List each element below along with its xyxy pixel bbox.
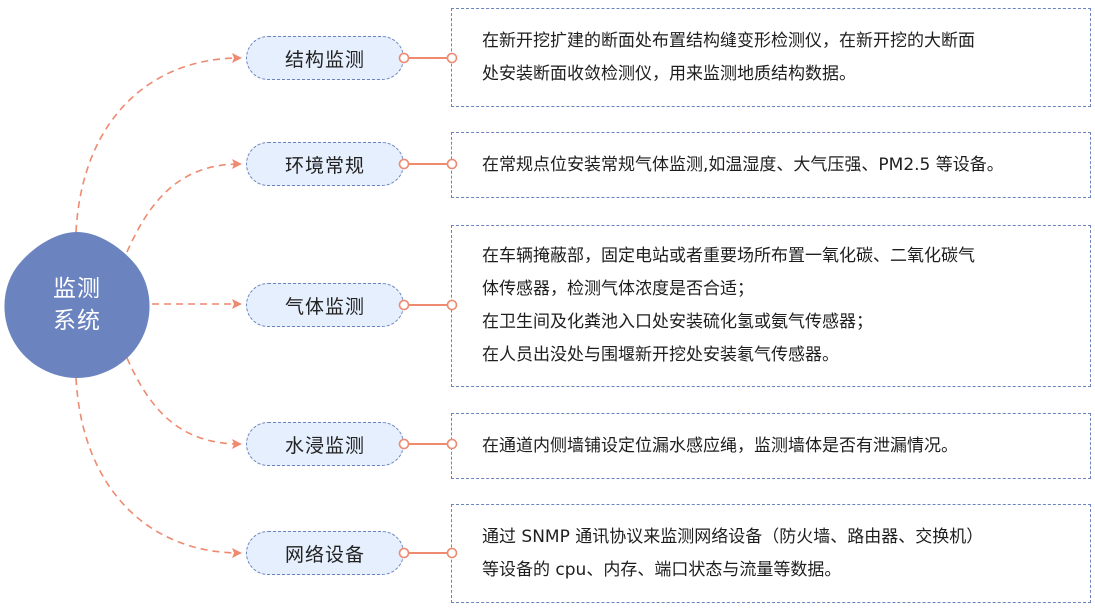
arrow-to-environment <box>126 159 242 253</box>
description-box-gas: 在车辆掩蔽部，固定电站或者重要场所布置一氧化碳、二氧化碳气 体传感器，检测气体浓… <box>451 225 1091 387</box>
description-box-structure: 在新开挖扩建的断面处布置结构缝变形检测仪，在新开挖的大断面 处安装断面收敛检测仪… <box>451 8 1091 107</box>
description-box-network: 通过 SNMP 通讯协议来监测网络设备（防火墙、路由器、交换机） 等设备的 cp… <box>451 504 1091 603</box>
arrow-to-structure <box>75 53 242 233</box>
center-node[interactable]: 监测 系统 <box>2 230 152 380</box>
node-environment-routine[interactable]: 环境常规 <box>246 142 404 186</box>
node-label: 环境常规 <box>284 154 365 177</box>
description-line: 在人员出没处与围堰新开挖处安装氡气传感器。 <box>482 345 839 365</box>
node-label: 网络设备 <box>284 543 365 566</box>
connector-gas <box>398 299 458 311</box>
description-line: 在通道内侧墙铺设定位漏水感应绳，监测墙体是否有泄漏情况。 <box>482 435 958 456</box>
node-label: 结构监测 <box>284 48 365 71</box>
arrow-to-network <box>75 377 242 558</box>
arrow-to-water <box>126 357 242 449</box>
connector-network <box>398 547 458 559</box>
node-gas-monitoring[interactable]: 气体监测 <box>246 283 404 327</box>
node-network-devices[interactable]: 网络设备 <box>246 531 404 575</box>
center-node-label: 监测 系统 <box>2 230 152 380</box>
node-label: 水浸监测 <box>284 434 365 457</box>
description-line: 通过 SNMP 通讯协议来监测网络设备（防火墙、路由器、交换机） <box>482 526 984 547</box>
center-label-line1: 监测 <box>53 276 101 302</box>
description-line: 处安装断面收敛检测仪，用来监测地质结构数据。 <box>482 63 856 84</box>
description-line: 体传感器，检测气体浓度是否合适； <box>482 279 754 299</box>
connector-environment <box>398 158 458 170</box>
node-structure-monitoring[interactable]: 结构监测 <box>246 36 404 80</box>
connector-structure <box>398 52 458 64</box>
node-water-monitoring[interactable]: 水浸监测 <box>246 422 404 466</box>
description-line: 等设备的 cpu、内存、端口状态与流量等数据。 <box>482 559 842 580</box>
center-node-shape <box>4 232 150 378</box>
description-line: 在常规点位安装常规气体监测,如温湿度、大气压强、PM2.5 等设备。 <box>482 154 1004 175</box>
center-label-line2: 系统 <box>53 308 101 334</box>
connector-water <box>398 438 458 450</box>
description-box-environment: 在常规点位安装常规气体监测,如温湿度、大气压强、PM2.5 等设备。 <box>451 132 1091 198</box>
description-box-water: 在通道内侧墙铺设定位漏水感应绳，监测墙体是否有泄漏情况。 <box>451 413 1091 479</box>
description-line: 在卫生间及化粪池入口处安装硫化氢或氨气传感器； <box>482 312 873 332</box>
description-line: 在新开挖扩建的断面处布置结构缝变形检测仪，在新开挖的大断面 <box>482 30 975 51</box>
description-line: 在车辆掩蔽部，固定电站或者重要场所布置一氧化碳、二氧化碳气 <box>482 246 975 266</box>
node-label: 气体监测 <box>284 295 365 318</box>
